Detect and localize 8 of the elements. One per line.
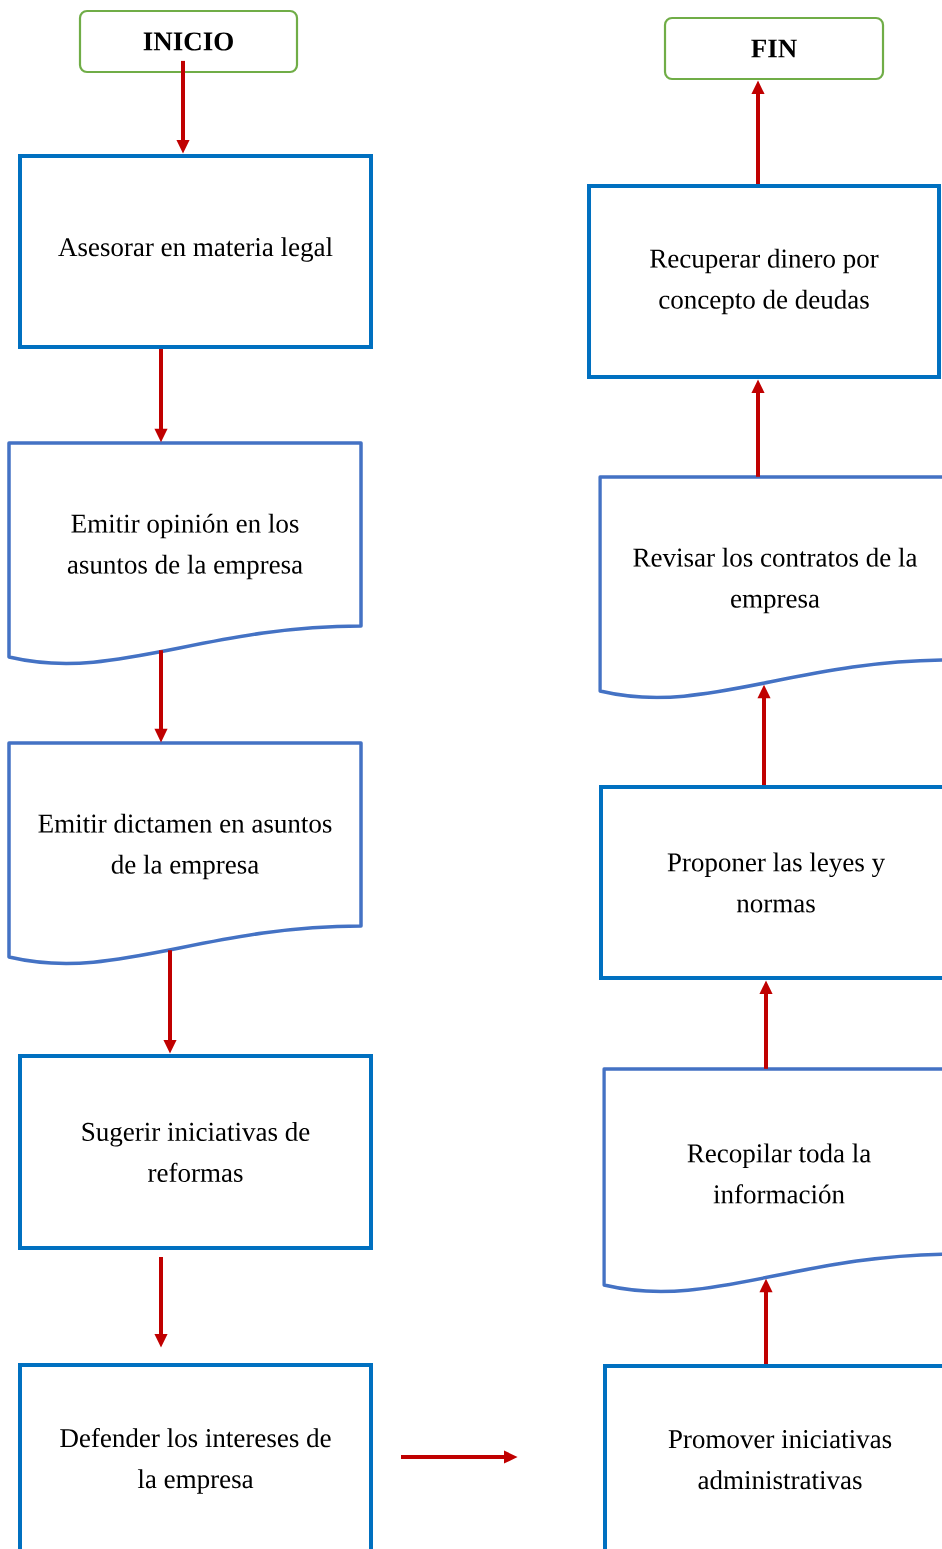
process-box: Proponer las leyes y normas	[599, 785, 942, 980]
terminal-box: INICIO	[78, 9, 299, 74]
terminal-box: FIN	[663, 16, 885, 81]
process-box: Recuperar dinero por concepto de deudas	[587, 184, 941, 379]
process-box: Defender los intereses de la empresa	[18, 1363, 373, 1549]
process-box: Promover iniciativas administrativas	[603, 1364, 942, 1549]
process-box: Sugerir iniciativas de reformas	[18, 1054, 373, 1250]
process-box: Asesorar en materia legal	[18, 154, 373, 349]
